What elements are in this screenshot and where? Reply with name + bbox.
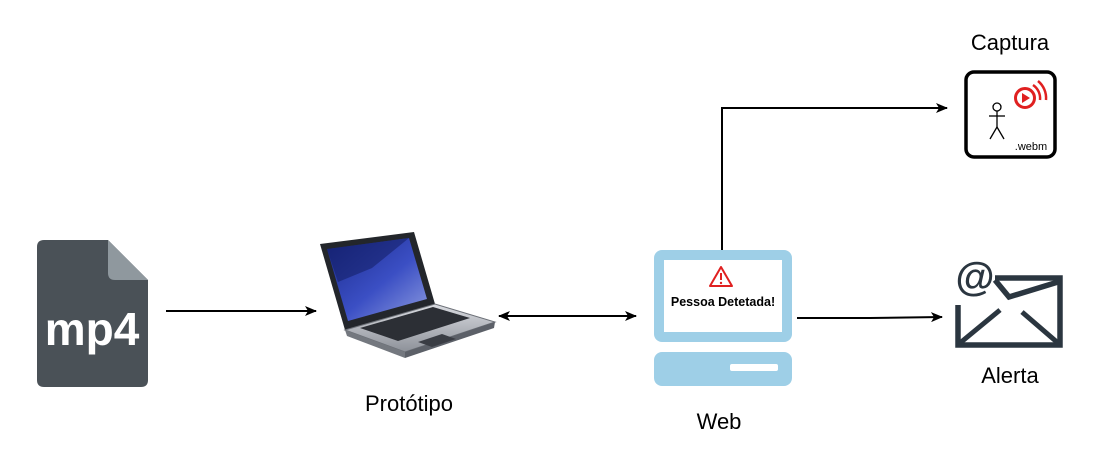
prototype-label: Protótipo <box>365 391 453 416</box>
record-icon <box>1014 80 1048 109</box>
arrow-web-to-capture <box>721 103 948 250</box>
laptop-icon <box>320 232 497 358</box>
capture-icon: .webm <box>964 70 1057 159</box>
webm-extension: .webm <box>1015 141 1047 153</box>
capture-label: Captura <box>971 30 1050 55</box>
warning-icon <box>709 266 733 287</box>
mail-icon: @ <box>955 255 1063 348</box>
mp4-file-icon: mp4 <box>37 240 148 387</box>
at-sign: @ <box>955 255 994 299</box>
web-label: Web <box>697 409 742 434</box>
screen-alert-text: Pessoa Detetada! <box>671 295 775 309</box>
arrow-web-to-alert <box>797 312 943 323</box>
alert-label: Alerta <box>981 363 1039 388</box>
monitor-icon <box>654 250 792 386</box>
person-icon <box>989 102 1005 140</box>
mp4-badge-label: mp4 <box>45 303 140 355</box>
